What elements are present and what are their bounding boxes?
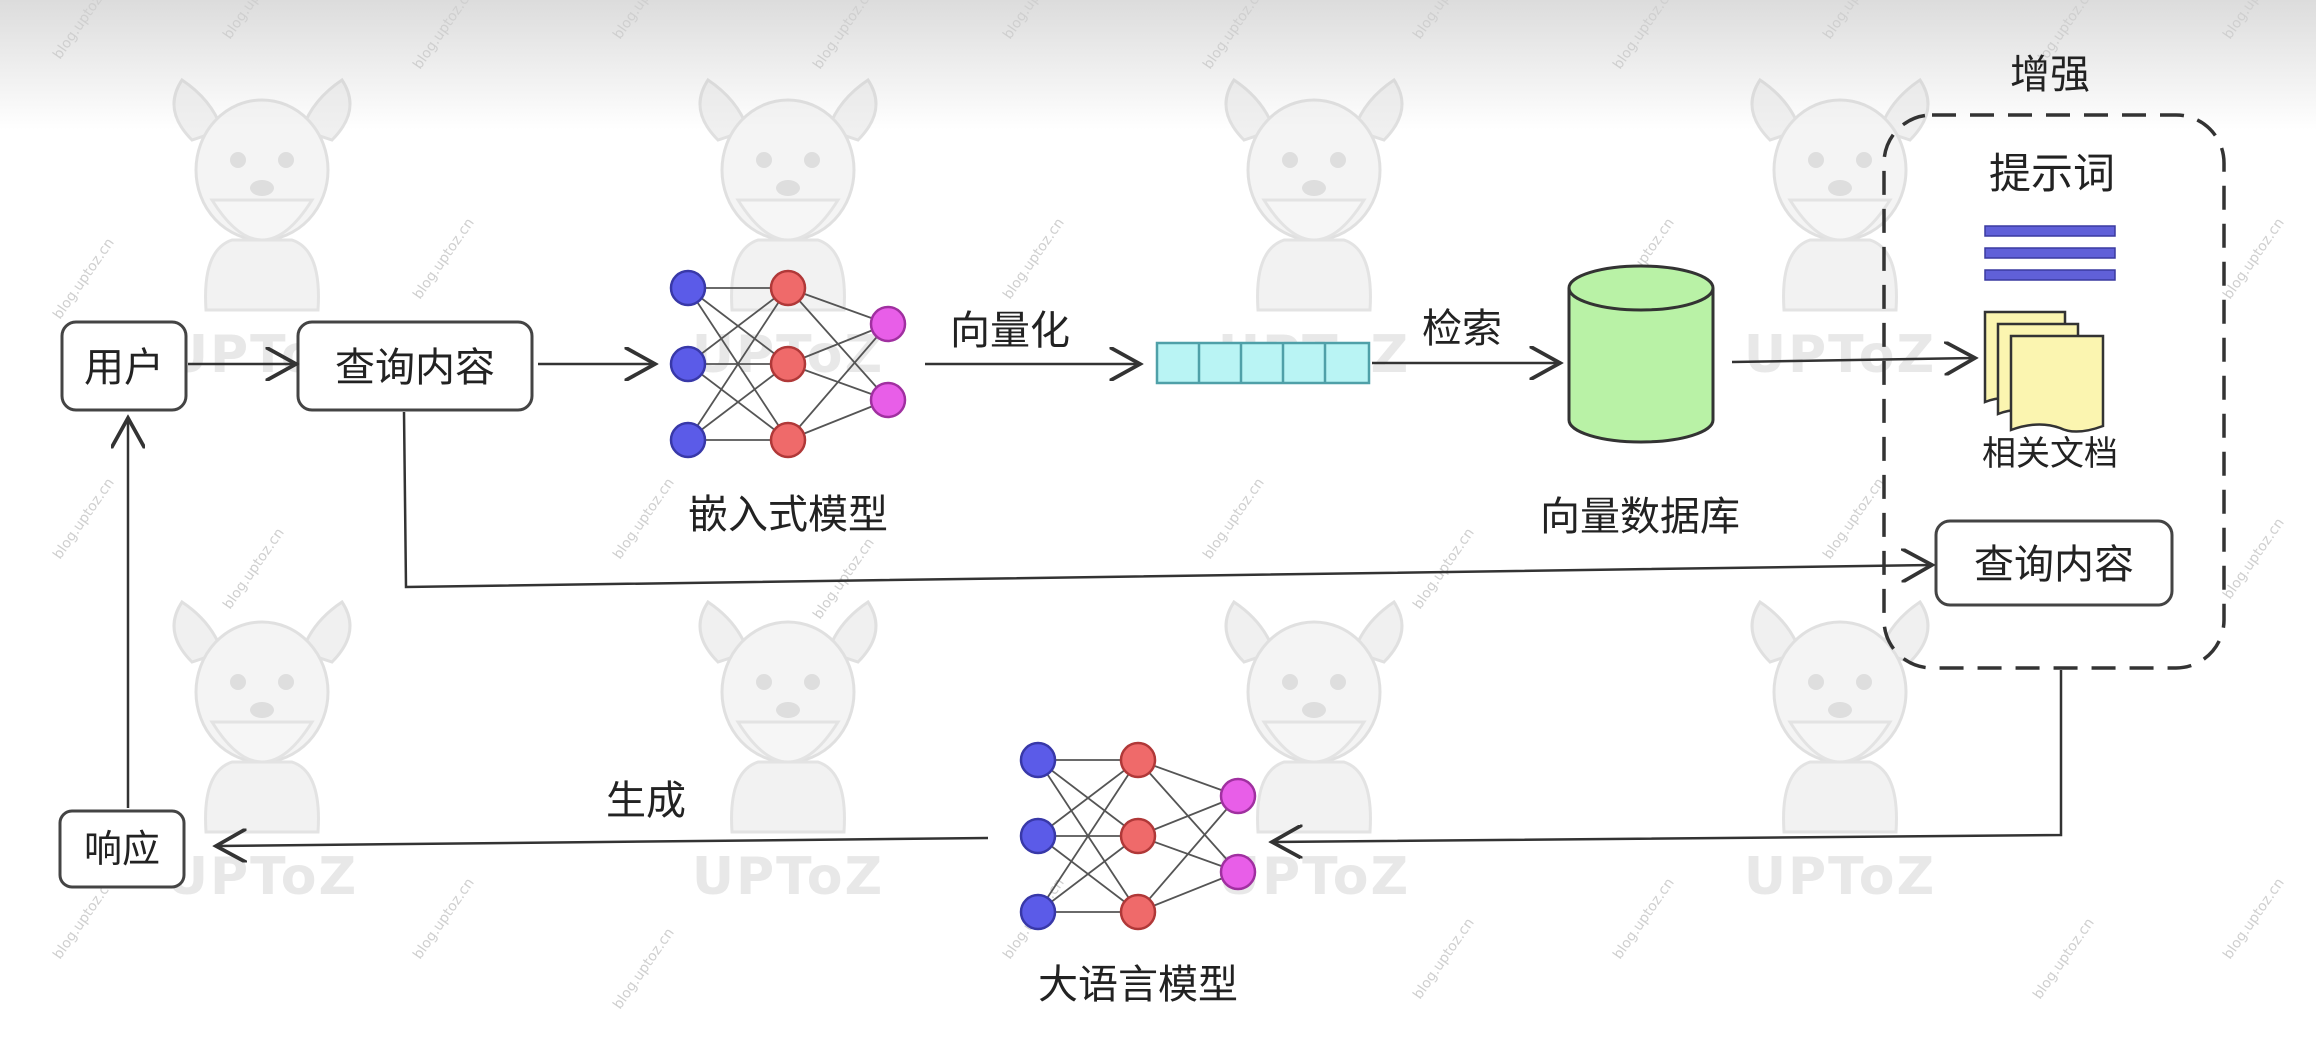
- watermark-site-text: blog.uptoz.cn: [50, 235, 118, 322]
- arrow-augment-to-llm: [1272, 670, 2063, 842]
- watermark-site-text: blog.uptoz.cn: [1820, 475, 1888, 562]
- watermark-site-text: blog.uptoz.cn: [50, 475, 118, 562]
- embed-input-node: [669, 421, 707, 459]
- watermark-site-text: blog.uptoz.cn: [610, 475, 678, 562]
- watermark-site-text: blog.uptoz.cn: [1820, 0, 1888, 42]
- llm-connection: [1037, 759, 1139, 913]
- embed-connection: [687, 287, 789, 365]
- watermark-site-text: blog.uptoz.cn: [1410, 0, 1478, 42]
- watermark-site-text: blog.uptoz.cn: [2220, 515, 2288, 602]
- vectorize-label: 向量化: [950, 308, 1070, 354]
- watermark-site-text: blog.uptoz.cn: [2220, 0, 2288, 42]
- user-label: 用户: [84, 345, 164, 391]
- augmented-query-box: [1934, 519, 2174, 607]
- llm-connection: [1137, 795, 1239, 913]
- vector-db-label: 向量数据库: [1540, 494, 1740, 540]
- embed-output-node: [869, 381, 907, 419]
- dog-logo-watermark: UPToZ: [692, 77, 882, 385]
- watermark-site-text: blog.uptoz.cn: [410, 215, 478, 302]
- augmented-query-label: 查询内容: [1974, 542, 2134, 588]
- llm-output-node: [1219, 853, 1257, 891]
- augment-label: 增强: [2010, 52, 2090, 98]
- watermark-brand-text: UPToZ: [166, 847, 358, 907]
- watermark-site-text: blog.uptoz.cn: [220, 0, 288, 42]
- retrieve-label: 检索: [1422, 306, 1502, 352]
- augment-region: [1882, 113, 2226, 670]
- watermark-site-text: blog.uptoz.cn: [2220, 215, 2288, 302]
- llm-label: 大语言模型: [1038, 962, 1238, 1008]
- dog-logo-watermark: UPToZ: [1218, 599, 1408, 907]
- watermark-site-text: blog.uptoz.cn: [610, 0, 678, 42]
- llm-connection: [1037, 759, 1139, 837]
- watermark-site-text: blog.uptoz.cn: [410, 0, 478, 72]
- watermark-site-text: blog.uptoz.cn: [2220, 875, 2288, 962]
- embedding-model-network: [669, 269, 907, 459]
- embed-input-node: [669, 269, 707, 307]
- llm-input-node: [1019, 817, 1057, 855]
- embed-hidden-node: [769, 345, 807, 383]
- embed-hidden-node: [769, 421, 807, 459]
- watermark-site-text: blog.uptoz.cn: [50, 0, 118, 62]
- related-documents-icon: [1983, 310, 2105, 433]
- llm-hidden-node: [1119, 817, 1157, 855]
- watermark-site-text: blog.uptoz.cn: [2030, 915, 2098, 1002]
- watermark-site-text: blog.uptoz.cn: [1610, 0, 1678, 72]
- dog-logo-watermark: UPToZ: [166, 599, 358, 907]
- dog-logo-watermark: UPToZ: [1218, 77, 1408, 385]
- embedding-model-label: 嵌入式模型: [688, 492, 888, 538]
- watermark-site-text: blog.uptoz.cn: [220, 525, 288, 612]
- user-box: [60, 320, 188, 412]
- llm-input-node: [1019, 741, 1057, 779]
- dog-logo-watermark: UPToZ: [1744, 77, 1936, 385]
- prompt-lines-icon: [1984, 225, 2116, 281]
- llm-hidden-node: [1119, 893, 1157, 931]
- embed-output-node: [869, 305, 907, 343]
- embed-connection: [687, 363, 789, 441]
- embed-input-node: [669, 345, 707, 383]
- llm-connection: [1037, 835, 1139, 913]
- vector-embedding: [1155, 341, 1371, 385]
- watermark-site-text: blog.uptoz.cn: [1000, 215, 1068, 302]
- response-box: [58, 809, 186, 889]
- response-label: 响应: [84, 827, 160, 871]
- dog-logo-watermark: UPToZ: [692, 599, 884, 907]
- watermark-layer: UPToZUPToZUPToZUPToZUPToZUPToZUPToZUPToZ…: [50, 0, 2288, 1012]
- arrow-query-to-augment: [402, 411, 1932, 589]
- embed-connection: [787, 323, 889, 441]
- watermark-site-text: blog.uptoz.cn: [1200, 475, 1268, 562]
- embed-connection: [687, 287, 789, 441]
- related-docs-label: 相关文档: [1982, 434, 2118, 474]
- dog-logo-watermark: UPToZ: [1744, 599, 1936, 907]
- llm-hidden-node: [1119, 741, 1157, 779]
- watermark-site-text: blog.uptoz.cn: [1000, 0, 1068, 42]
- watermark-site-text: blog.uptoz.cn: [410, 875, 478, 962]
- watermark-site-text: blog.uptoz.cn: [610, 925, 678, 1012]
- embed-hidden-node: [769, 269, 807, 307]
- watermark-brand-text: UPToZ: [1744, 325, 1936, 385]
- llm-output-node: [1219, 777, 1257, 815]
- watermark-site-text: blog.uptoz.cn: [1410, 525, 1478, 612]
- arrow-llm-to-response: [216, 838, 989, 846]
- watermark-site-text: blog.uptoz.cn: [1610, 875, 1678, 962]
- watermark-site-text: blog.uptoz.cn: [1410, 915, 1478, 1002]
- query-label: 查询内容: [335, 345, 495, 391]
- vector-database-cylinder: [1567, 264, 1715, 444]
- watermark-site-text: blog.uptoz.cn: [1200, 0, 1268, 72]
- llm-input-node: [1019, 893, 1057, 931]
- arrow-db-to-docs: [1731, 358, 1975, 362]
- llm-network: [1019, 741, 1257, 931]
- top-fade: [0, 0, 2316, 130]
- watermark-brand-text: UPToZ: [1744, 847, 1936, 907]
- watermark-brand-text: UPToZ: [692, 847, 884, 907]
- generate-label: 生成: [606, 778, 686, 824]
- prompt-label: 提示词: [1989, 149, 2115, 198]
- watermark-site-text: blog.uptoz.cn: [810, 0, 878, 72]
